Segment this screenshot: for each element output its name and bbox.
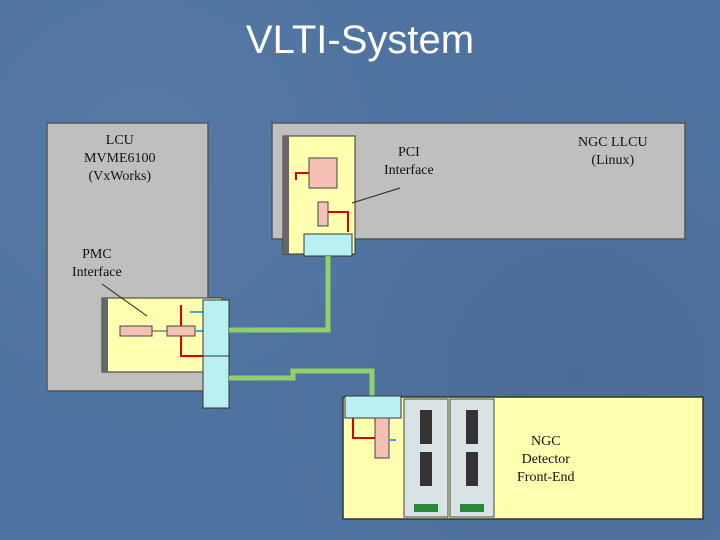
ngc-detector-label: NGC Detector Front-End (517, 434, 575, 485)
llcu-label: NGC LLCU (Linux) (578, 135, 648, 168)
pmc-interface-card (101, 297, 230, 409)
fiber-link-detector (229, 368, 375, 397)
pci-interface-label: PCI Interface (384, 145, 434, 178)
pci-interface-card (282, 135, 356, 257)
fiber-link-pci (229, 256, 331, 333)
ngc-detector-front-end (342, 395, 704, 520)
slide-title: VLTI-System (245, 18, 475, 62)
lcu-label: LCU MVME6100 (VxWorks) (84, 133, 156, 184)
pmc-interface-label: PMC Interface (72, 247, 122, 280)
